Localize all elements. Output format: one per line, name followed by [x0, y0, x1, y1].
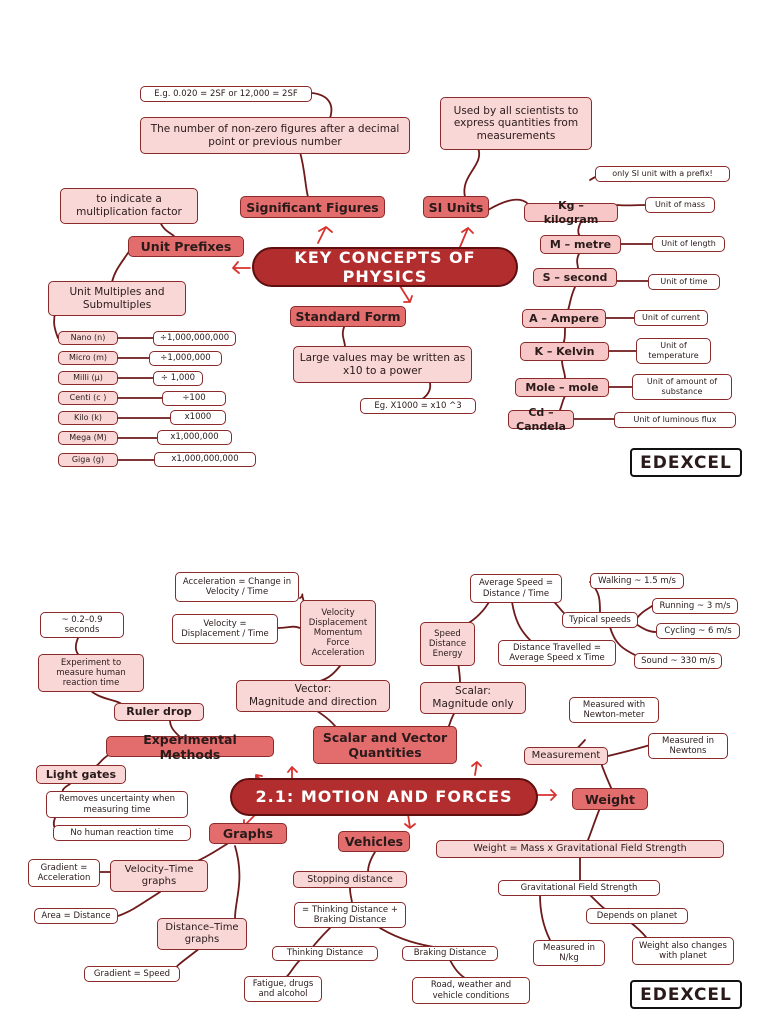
prefix-mega: Mega (M)	[58, 431, 118, 445]
unit-mole: Mole – mole	[515, 378, 609, 397]
weight-node: Weight	[572, 788, 648, 810]
thinking-factors: Fatigue, drugs and alcohol	[244, 976, 322, 1002]
braking-distance: Braking Distance	[402, 946, 498, 961]
acceleration-definition: Acceleration = Change in Velocity / Time	[175, 572, 299, 602]
prefix-nano-factor: ÷1,000,000,000	[153, 331, 236, 346]
typical-speeds: Typical speeds	[562, 612, 638, 628]
depends-on-planet: Depends on planet	[586, 908, 688, 924]
newton-meter: Measured with Newton-meter	[569, 697, 659, 723]
edexcel-label-2: EDEXCEL	[630, 980, 742, 1009]
stopping-equation: = Thinking Distance + Braking Distance	[294, 902, 406, 928]
unit-cd-desc: Unit of luminous flux	[614, 412, 736, 428]
motion-forces-center: 2.1: MOTION AND FORCES	[230, 778, 538, 816]
prefix-description: to indicate a multiplication factor	[60, 188, 198, 224]
gradient-acceleration: Gradient = Acceleration	[28, 859, 100, 887]
prefix-nano: Nano (n)	[58, 331, 118, 345]
braking-factors: Road, weather and vehicle conditions	[412, 977, 530, 1004]
prefix-mega-factor: x1,000,000	[157, 430, 232, 445]
prefix-milli: Milli (μ)	[58, 371, 118, 385]
thinking-distance: Thinking Distance	[272, 946, 378, 961]
vector-node: Vector: Magnitude and direction	[236, 680, 390, 712]
sig-figures-definition: The number of non-zero figures after a d…	[140, 117, 410, 154]
unit-a-desc: Unit of current	[634, 310, 708, 326]
unit-mole-desc: Unit of amount of substance	[632, 374, 732, 400]
kg-note: only SI unit with a prefix!	[595, 166, 730, 182]
scalar-quantities-list: Speed Distance Energy	[420, 622, 475, 666]
experimental-methods-node: Experimental Methods	[106, 732, 274, 762]
unit-m: M – metre	[540, 235, 621, 254]
ruler-drop: Ruler drop	[114, 703, 204, 721]
speed-cycling: Cycling ~ 6 m/s	[656, 623, 740, 639]
graphs-node: Graphs	[209, 823, 287, 844]
measured-newtons: Measured in Newtons	[648, 733, 728, 759]
sig-figures-example: E.g. 0.020 = 2SF or 12,000 = 2SF	[140, 86, 312, 102]
scalar-vector-node: Scalar and Vector Quantities	[313, 726, 457, 764]
speed-running: Running ~ 3 m/s	[652, 598, 738, 614]
vehicles-node: Vehicles	[338, 831, 410, 852]
speed-sound: Sound ~ 330 m/s	[634, 653, 722, 669]
velocity-definition: Velocity = Displacement / Time	[172, 614, 278, 644]
prefix-micro: Micro (m)	[58, 351, 118, 365]
distance-travelled: Distance Travelled = Average Speed x Tim…	[498, 640, 616, 666]
prefix-micro-factor: ÷1,000,000	[149, 351, 222, 366]
unit-a: A – Ampere	[522, 309, 606, 328]
key-concepts-center: KEY CONCEPTS OF PHYSICS	[252, 247, 518, 287]
si-units-node: SI Units	[423, 196, 489, 218]
unit-k: K – Kelvin	[520, 342, 609, 361]
prefix-centi-factor: ÷100	[162, 391, 226, 406]
unit-prefixes-node: Unit Prefixes	[128, 236, 244, 257]
significant-figures-node: Significant Figures	[240, 196, 385, 218]
measured-nkg: Measured in N/kg	[533, 940, 605, 966]
unit-k-desc: Unit of temperature	[636, 338, 711, 364]
reaction-time-experiment: Experiment to measure human reaction tim…	[38, 654, 144, 692]
standard-form-example: Eg. X1000 = x10 ^3	[360, 398, 476, 414]
prefix-milli-factor: ÷ 1,000	[153, 371, 203, 386]
scalar-node: Scalar: Magnitude only	[420, 682, 526, 714]
stopping-distance: Stopping distance	[293, 871, 407, 888]
si-units-description: Used by all scientists to express quanti…	[440, 97, 592, 150]
removes-uncertainty: Removes uncertainty when measuring time	[46, 791, 188, 818]
unit-cd: Cd – Candela	[508, 406, 574, 433]
edexcel-label-1: EDEXCEL	[630, 448, 742, 477]
unit-kg-desc: Unit of mass	[645, 197, 715, 213]
unit-s: S – second	[533, 268, 617, 287]
reaction-time-range: ~ 0.2–0.9 seconds	[40, 612, 124, 638]
weight-equation: Weight = Mass x Gravitational Field Stre…	[436, 840, 724, 858]
area-distance: Area = Distance	[34, 908, 118, 924]
no-human-reaction: No human reaction time	[53, 825, 191, 841]
multiples-title: Unit Multiples and Submultiples	[48, 281, 186, 316]
gravitational-field-strength: Gravitational Field Strength	[498, 880, 660, 896]
light-gates: Light gates	[36, 765, 126, 784]
standard-form-description: Large values may be written as x10 to a …	[293, 346, 472, 383]
vector-quantities-list: Velocity Displacement Momentum Force Acc…	[300, 600, 376, 666]
prefix-giga-factor: x1,000,000,000	[154, 452, 256, 467]
speed-walking: Walking ~ 1.5 m/s	[590, 573, 684, 589]
weight-changes-planet: Weight also changes with planet	[632, 937, 734, 965]
prefix-centi: Centi (c )	[58, 391, 118, 405]
average-speed: Average Speed = Distance / Time	[470, 574, 562, 603]
standard-form-node: Standard Form	[290, 306, 406, 327]
prefix-giga: Giga (g)	[58, 453, 118, 467]
distance-time-graphs: Distance–Time graphs	[157, 918, 247, 950]
prefix-kilo-factor: x1000	[170, 410, 226, 425]
prefix-kilo: Kilo (k)	[58, 411, 118, 425]
unit-m-desc: Unit of length	[652, 236, 725, 252]
unit-kg: Kg – kilogram	[524, 199, 618, 226]
unit-s-desc: Unit of time	[648, 274, 720, 290]
measurement-node: Measurement	[524, 747, 608, 765]
gradient-speed: Gradient = Speed	[84, 966, 180, 982]
velocity-time-graphs: Velocity–Time graphs	[110, 860, 208, 892]
